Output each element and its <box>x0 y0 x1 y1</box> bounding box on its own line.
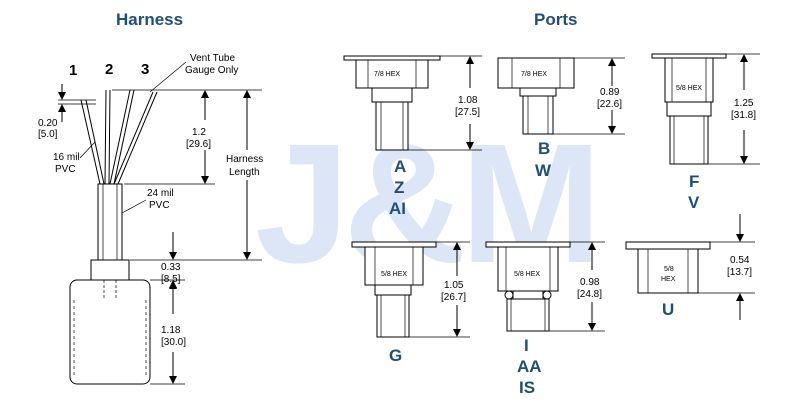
wire-number-3: 3 <box>141 61 149 78</box>
harness-title: Harness <box>116 10 183 29</box>
dim-azai-in: 1.08 <box>458 95 478 106</box>
port-code-g: G <box>389 346 402 365</box>
wire-number-1: 1 <box>69 62 77 79</box>
dim-0-20-in: 0.20 <box>38 118 58 129</box>
dim-0-20-mm: [5.0] <box>38 129 58 140</box>
port-code-is: IS <box>519 378 535 397</box>
port-f-v: 5/8 HEX 1.25 [31.8] F V <box>651 53 760 212</box>
port-code-f: F <box>689 172 699 191</box>
port-code-u: U <box>662 300 674 319</box>
wire-16mil-label: 16 mil <box>53 152 80 163</box>
dim-g-in: 1.05 <box>444 280 464 291</box>
wire-24mil-leader <box>121 199 147 214</box>
wire-number-2: 2 <box>105 61 113 78</box>
hex-label-g: 5/8 HEX <box>381 271 407 278</box>
port-b-w: 7/8 HEX 0.89 [22.6] B W <box>497 57 625 180</box>
dim-u-mm: [13.7] <box>727 267 752 278</box>
port-code-v: V <box>688 193 700 212</box>
hex-label-bw: 7/8 HEX <box>521 71 547 78</box>
port-a-z-ai: 7/8 HEX 1.08 [27.5] A Z AI <box>343 55 482 218</box>
dim-1-2-mm: [29.6] <box>186 139 211 150</box>
strain-relief <box>90 259 130 281</box>
hex-label-u-2: HEX <box>661 276 676 283</box>
transducer-housing <box>69 279 151 385</box>
harness-drawing: 1 2 3 Vent Tube Gauge Only <box>38 53 263 385</box>
dim-iaais-mm: [24.8] <box>577 289 602 300</box>
dim-1-18-mm: [30.0] <box>161 337 186 348</box>
port-code-z: Z <box>394 178 404 197</box>
dim-1-2-in: 1.2 <box>192 127 206 138</box>
hex-label-iaais: 5/8 HEX <box>514 271 540 278</box>
dim-fv-in: 1.25 <box>734 98 754 109</box>
wire-16mil-leader <box>79 141 96 159</box>
port-code-w: W <box>535 161 552 180</box>
hex-label-u-1: 5/8 <box>664 266 674 273</box>
harness-jacket <box>97 183 123 261</box>
vent-tube-label-line2: Gauge Only <box>185 65 238 76</box>
hex-label-fv: 5/8 HEX <box>676 85 702 92</box>
vent-tube-label-line1: Vent Tube <box>190 53 235 64</box>
dim-0-33-in: 0.33 <box>161 262 181 273</box>
harness-length-label-1: Harness <box>226 154 263 165</box>
dim-fv-mm: [31.8] <box>731 110 756 121</box>
port-g: 5/8 HEX 1.05 [26.7] G <box>351 241 470 365</box>
port-u: 5/8 HEX 0.54 [13.7] U <box>625 214 755 320</box>
port-code-ai: AI <box>389 199 406 218</box>
dim-u-in: 0.54 <box>730 255 750 266</box>
dim-g-mm: [26.7] <box>441 292 466 303</box>
hex-label-azai: 7/8 HEX <box>374 71 400 78</box>
wire-24mil-pvc: PVC <box>149 200 170 211</box>
port-i-aa-is: 5/8 HEX 0.98 [24.8] I AA IS <box>485 241 605 397</box>
dim-0-33-mm: [8.5] <box>161 274 181 285</box>
port-code-aa: AA <box>517 357 542 376</box>
dim-iaais-in: 0.98 <box>580 277 600 288</box>
port-code-i: I <box>524 336 529 355</box>
dim-bw-mm: [22.6] <box>597 99 622 110</box>
dim-1-18-in: 1.18 <box>161 325 181 336</box>
dim-azai-mm: [27.5] <box>455 107 480 118</box>
dim-bw-in: 0.89 <box>600 87 620 98</box>
harness-length-label-2: Length <box>229 167 260 178</box>
port-code-a: A <box>394 157 406 176</box>
vent-tube-leader <box>149 61 187 93</box>
wire-24mil-label: 24 mil <box>147 188 174 199</box>
port-code-b: B <box>538 139 550 158</box>
wire-16mil-pvc: PVC <box>55 164 76 175</box>
ports-title: Ports <box>534 10 577 29</box>
